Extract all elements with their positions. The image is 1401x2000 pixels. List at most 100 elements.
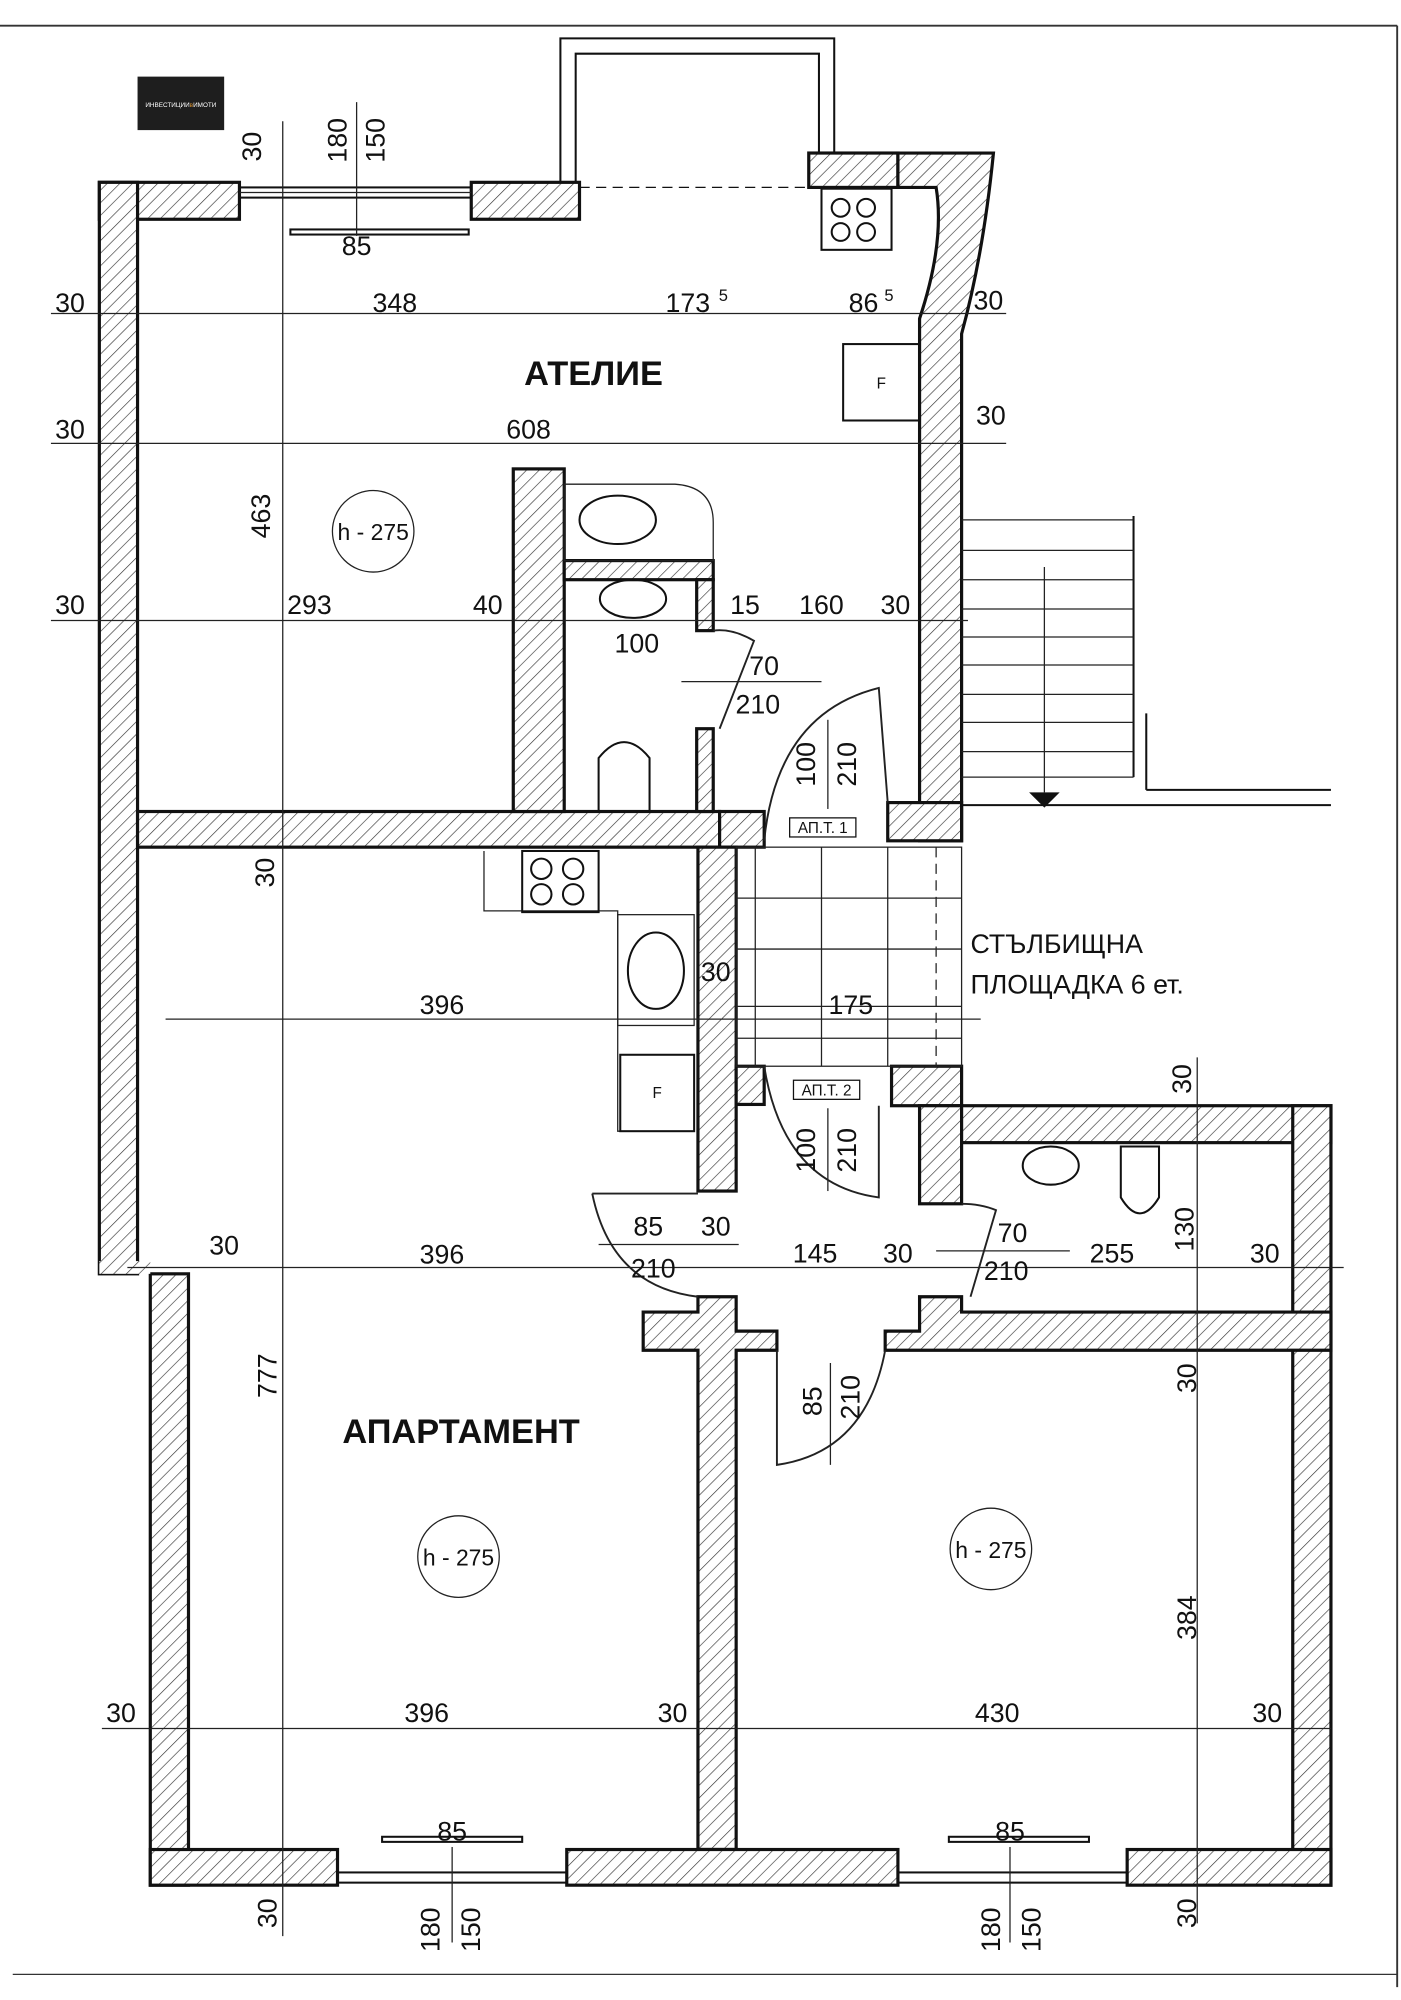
dim-label: 30 bbox=[1167, 1064, 1197, 1094]
dim-label: 30 bbox=[237, 132, 267, 162]
dim-label: 85 bbox=[437, 1817, 467, 1847]
dim-label: 30 bbox=[209, 1231, 239, 1261]
logo-text-2: ИМОТИ bbox=[193, 102, 217, 109]
dim-label: 30 bbox=[252, 1898, 282, 1928]
dim-label: 85 bbox=[633, 1212, 663, 1242]
dim-label: 396 bbox=[420, 990, 465, 1020]
fridge-label: F bbox=[653, 1085, 662, 1102]
dim-label: 85 bbox=[797, 1386, 827, 1416]
dim-label: 255 bbox=[1090, 1238, 1135, 1268]
dim-label: 210 bbox=[736, 689, 781, 719]
dim-label: 396 bbox=[404, 1698, 449, 1728]
dim-label: 396 bbox=[420, 1240, 465, 1270]
dim-label: 180 bbox=[415, 1907, 445, 1952]
dim-label: 150 bbox=[1017, 1907, 1047, 1952]
dim-label: 30 bbox=[1172, 1363, 1202, 1393]
balcony bbox=[559, 37, 836, 189]
stove-icon bbox=[521, 849, 600, 914]
stove-icon bbox=[820, 187, 893, 251]
dim-label-superscript: 5 bbox=[884, 286, 893, 305]
dim-label: 100 bbox=[791, 742, 821, 787]
dim-label: 30 bbox=[880, 590, 910, 620]
room-label-atelier: АТЕЛИЕ bbox=[524, 355, 663, 393]
height-marker: h - 275 bbox=[338, 519, 409, 545]
dim-label: 150 bbox=[456, 1907, 486, 1952]
dim-label: 70 bbox=[998, 1218, 1028, 1248]
dim-label: 175 bbox=[828, 990, 873, 1020]
dim-label: 150 bbox=[361, 118, 391, 163]
windows bbox=[238, 186, 1129, 1884]
dim-label: 777 bbox=[252, 1353, 282, 1398]
height-marker: h - 275 bbox=[955, 1537, 1026, 1563]
dim-label: 430 bbox=[975, 1698, 1020, 1728]
dimension-lines bbox=[50, 102, 1344, 1943]
dim-label: 86 bbox=[849, 288, 879, 318]
fridge-icon bbox=[619, 1053, 696, 1133]
dim-label: 608 bbox=[506, 414, 551, 444]
dim-label: 85 bbox=[995, 1817, 1025, 1847]
dimension-labels-vertical: 30 180 150 463 100 210 30 100 210 30 130… bbox=[237, 118, 1202, 1952]
height-marker: h - 275 bbox=[423, 1544, 494, 1570]
svg-text:ИНВЕСТИЦИИвИМОТИ: ИНВЕСТИЦИИвИМОТИ bbox=[145, 102, 216, 109]
dim-label: 30 bbox=[250, 858, 280, 888]
logo-text-accent: в bbox=[190, 102, 194, 109]
sink-icon bbox=[1021, 1145, 1080, 1186]
page-frame bbox=[0, 24, 1399, 1988]
dim-label: 70 bbox=[749, 651, 779, 681]
dim-label: 210 bbox=[631, 1254, 676, 1284]
doors bbox=[591, 629, 998, 1466]
kitchen-counter: F bbox=[483, 849, 696, 1133]
dim-label-superscript: 5 bbox=[719, 286, 728, 305]
dim-label: 384 bbox=[1172, 1595, 1202, 1640]
dim-label: 30 bbox=[1172, 1898, 1202, 1928]
logo-text-1: ИНВЕСТИЦИИ bbox=[145, 102, 190, 109]
fridge-label: F bbox=[877, 376, 886, 393]
bathtub-icon bbox=[563, 483, 714, 562]
dim-label: 30 bbox=[701, 957, 731, 987]
fixtures: F F bbox=[483, 187, 1161, 1215]
dim-label: 210 bbox=[832, 1128, 862, 1173]
dim-label: 293 bbox=[287, 590, 332, 620]
door-tag: АП.Т. 2 bbox=[802, 1083, 852, 1100]
dim-label: 210 bbox=[836, 1375, 866, 1420]
dim-label: 463 bbox=[246, 494, 276, 539]
dim-label: 30 bbox=[701, 1212, 731, 1242]
dim-label: 180 bbox=[322, 118, 352, 163]
toilet-icon bbox=[597, 741, 651, 812]
stair-label-line1: СТЪЛБИЩНА bbox=[971, 929, 1144, 959]
dim-label: 30 bbox=[1252, 1698, 1282, 1728]
dim-label: 100 bbox=[615, 628, 660, 658]
dim-label: 30 bbox=[973, 286, 1003, 316]
dim-label: 348 bbox=[373, 288, 418, 318]
dim-label: 40 bbox=[473, 590, 503, 620]
dim-label: 210 bbox=[832, 742, 862, 787]
dim-label: 85 bbox=[342, 231, 372, 261]
height-markers: h - 275 h - 275 h - 275 bbox=[331, 489, 1033, 1598]
stair-label-line2: ПЛОЩАДКА 6 ет. bbox=[971, 970, 1184, 1000]
walls bbox=[97, 151, 1333, 1887]
fridge-icon: F bbox=[842, 343, 921, 422]
sink-icon bbox=[626, 931, 685, 1010]
door-tag: АП.Т. 1 bbox=[798, 820, 848, 837]
company-logo: ИНВЕСТИЦИИвИМОТИ bbox=[137, 76, 225, 131]
dim-label: 30 bbox=[1250, 1238, 1280, 1268]
dim-label: 30 bbox=[658, 1698, 688, 1728]
sink-icon bbox=[598, 578, 668, 619]
dim-label: 100 bbox=[791, 1128, 821, 1173]
dim-label: 30 bbox=[55, 288, 85, 318]
dim-label: 180 bbox=[976, 1907, 1006, 1952]
staircase bbox=[735, 516, 1331, 1067]
dim-label: 30 bbox=[106, 1698, 136, 1728]
dim-label: 30 bbox=[883, 1238, 913, 1268]
dim-label: 30 bbox=[55, 414, 85, 444]
dim-label: 160 bbox=[799, 590, 844, 620]
door-tags: АП.Т. 1 АП.Т. 2 bbox=[789, 817, 861, 1100]
dim-label: 30 bbox=[976, 400, 1006, 430]
room-label-apartment: АПАРТАМЕНТ bbox=[342, 1413, 579, 1451]
toilet-icon bbox=[1119, 1145, 1161, 1215]
dim-label: 30 bbox=[55, 590, 85, 620]
dim-label: 15 bbox=[730, 590, 760, 620]
stair-down-arrow-icon bbox=[1029, 792, 1060, 808]
dim-label: 145 bbox=[793, 1238, 838, 1268]
